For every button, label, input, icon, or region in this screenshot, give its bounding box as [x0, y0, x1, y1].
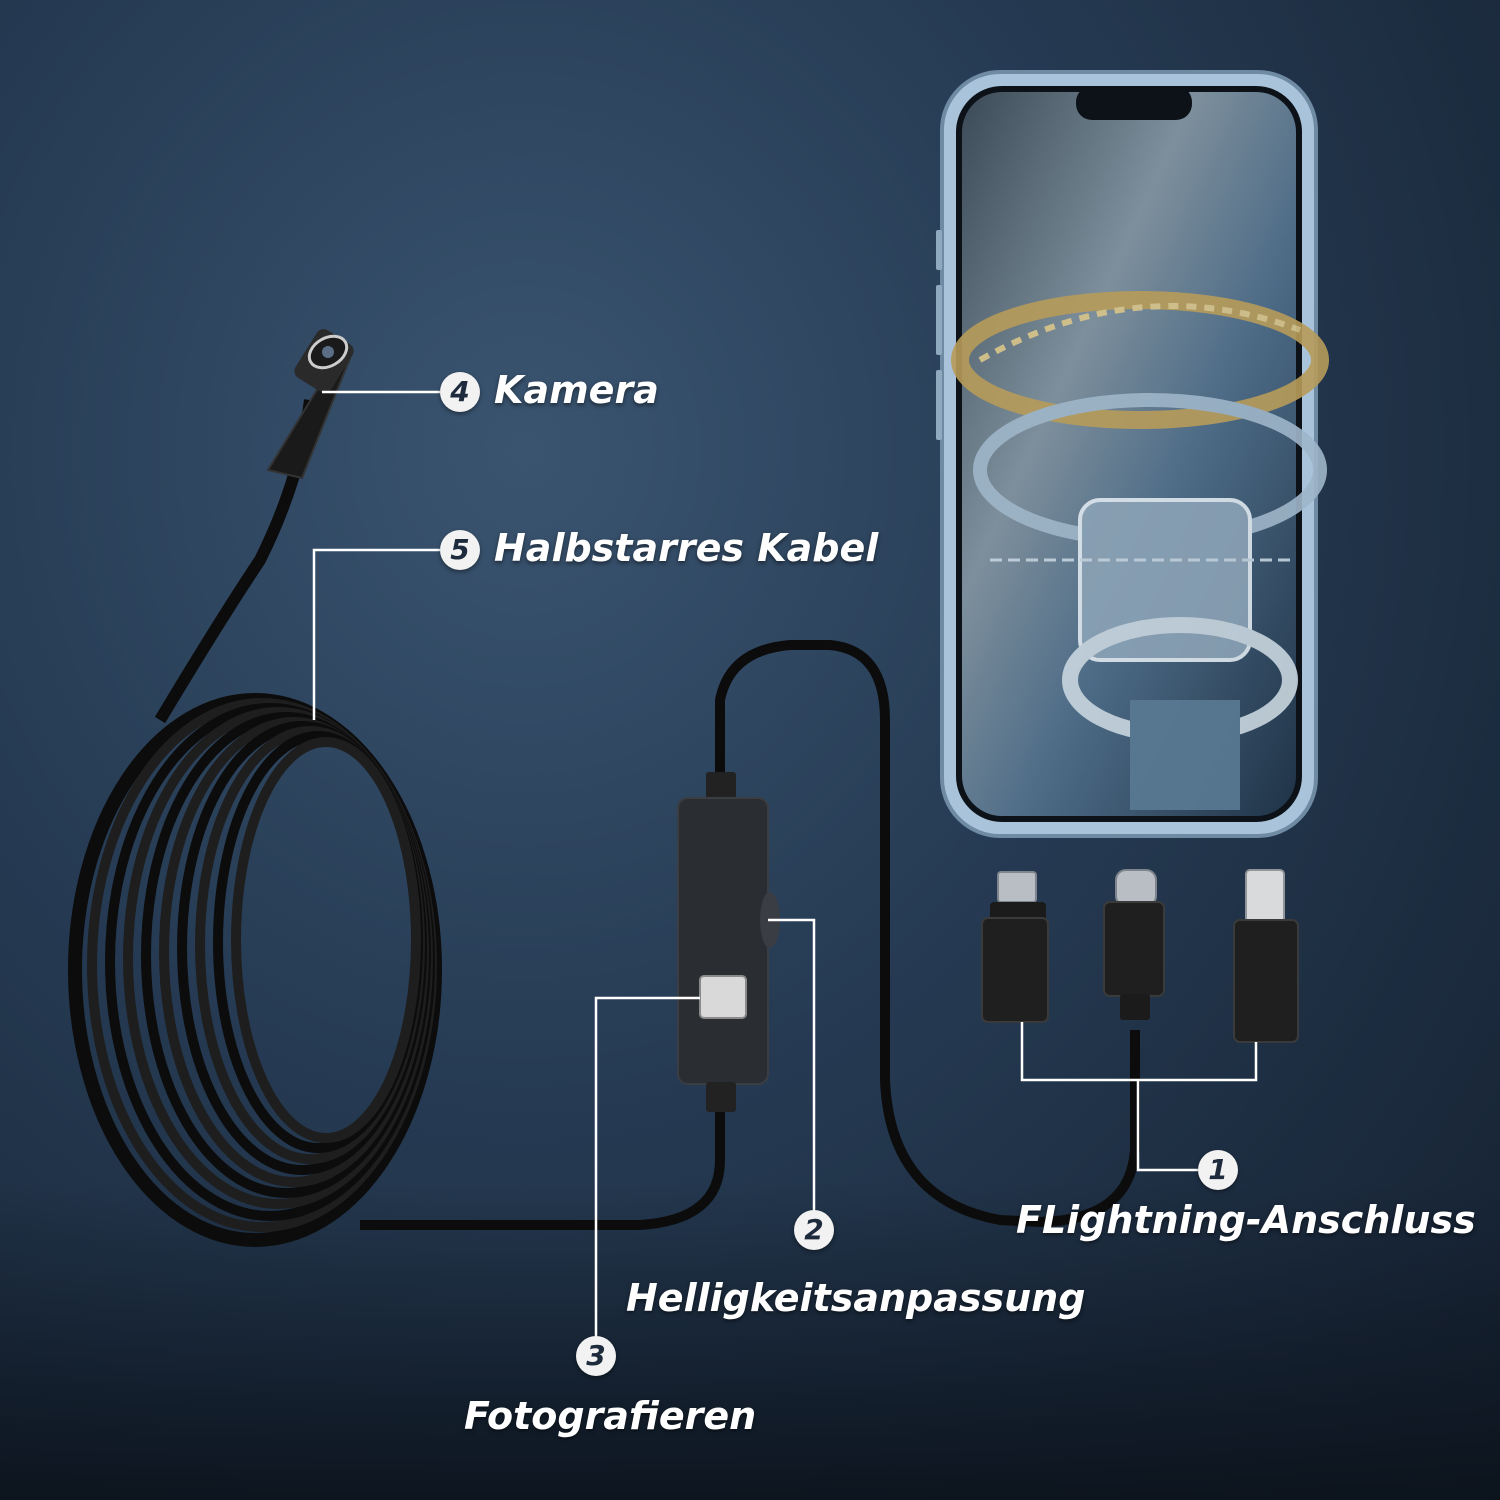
callout-4-badge: 4: [440, 372, 480, 412]
phone-notch: [1076, 86, 1192, 120]
phone-side-button: [936, 230, 942, 270]
phone-volume-down: [936, 370, 942, 440]
gear-image: [951, 291, 1329, 810]
cable-to-control: [360, 1110, 725, 1230]
callout-5-label: Halbstarres Kabel: [494, 526, 879, 570]
callout-2-badge: 2: [794, 1210, 834, 1250]
phone-volume-up: [936, 285, 942, 355]
lightning-connector-icon: [1233, 869, 1299, 1043]
smartphone: [936, 70, 1329, 838]
callout-3-badge: 3: [576, 1336, 616, 1376]
control-box: [677, 772, 780, 1112]
callout-1-label: FLightning-Anschluss: [1016, 1198, 1476, 1242]
phone-screen: [962, 92, 1296, 816]
callout-2-label: Helligkeitsanpassung: [626, 1276, 1086, 1320]
camera-shutter-button-icon[interactable]: [699, 975, 747, 1019]
callout-1-badge: 1: [1198, 1150, 1238, 1190]
callout-3-label: Fotografieren: [464, 1394, 757, 1438]
camera-probe: [266, 329, 354, 480]
usb-c-connector-icon: [1103, 869, 1165, 1020]
connector-set: [981, 869, 1299, 1043]
cable-coil: [68, 693, 442, 1247]
callout-5-badge: 5: [440, 530, 480, 570]
micro-usb-connector-icon: [981, 871, 1049, 1023]
cable-to-connectors: [715, 640, 1140, 1228]
callout-4-label: Kamera: [494, 368, 659, 412]
callout-leaders: [312, 390, 1258, 1338]
